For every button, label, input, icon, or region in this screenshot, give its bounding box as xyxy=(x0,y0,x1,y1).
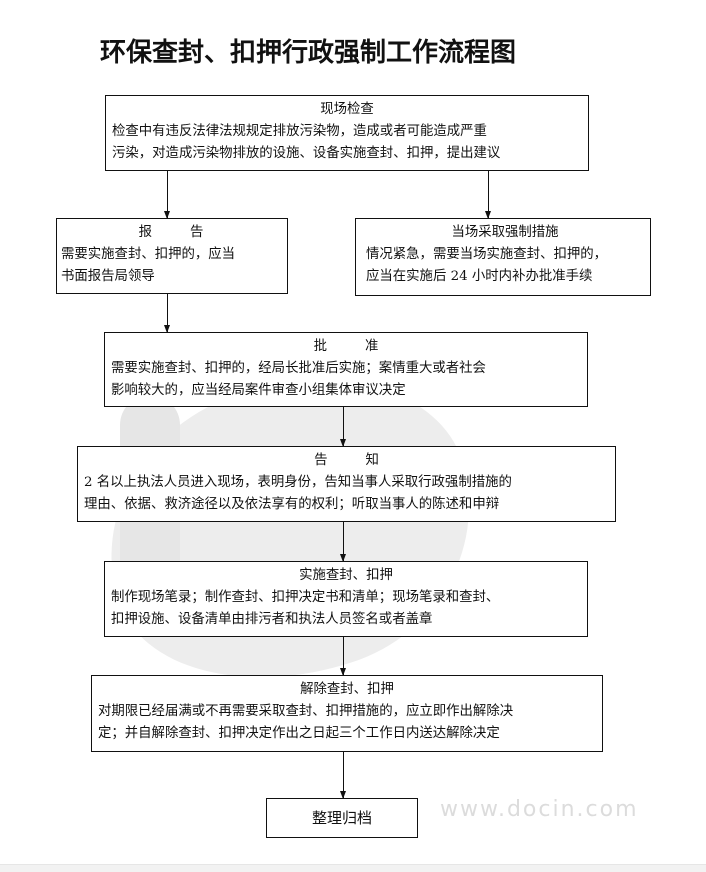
node-text-line: 制作现场笔录；制作查封、扣押决定书和清单；现场笔录和查封、 xyxy=(111,590,500,605)
node-notification: 告知 2 名以上执法人员进入现场，表明身份，告知当事人采取行政强制措施的 理由、… xyxy=(77,446,616,522)
node-text-line: 情况紧急，需要当场实施查封、扣押的， xyxy=(366,247,608,262)
arrow-notification-to-enforcement xyxy=(339,522,347,562)
node-text-line: 扣押设施、设备清单由排污者和执法人员签名或者盖章 xyxy=(111,612,433,627)
node-release: 解除查封、扣押 对期限已经届满或不再需要采取查封、扣押措施的，应立即作出解除决 … xyxy=(91,675,603,752)
node-archive: 整理归档 xyxy=(266,798,418,838)
viewer-bottom-bar xyxy=(0,864,706,872)
node-text-line: 检查中有违反法律法规规定排放污染物，造成或者可能造成严重 xyxy=(112,124,487,139)
arrow-inspection-to-report xyxy=(163,171,171,219)
watermark-text: www.docin.com xyxy=(440,797,639,822)
node-text-line: 2 名以上执法人员进入现场，表明身份，告知当事人采取行政强制措施的 xyxy=(84,475,512,490)
node-heading: 报告 xyxy=(138,225,242,240)
node-text-line: 理由、依据、救济途径以及依法享有的权利；听取当事人的陈述和申辩 xyxy=(84,497,500,512)
node-text-line: 书面报告局领导 xyxy=(61,269,155,284)
node-text-line: 应当在实施后 24 小时内补办批准手续 xyxy=(366,269,593,284)
arrow-inspection-to-onsite xyxy=(484,171,492,219)
arrow-release-to-archive xyxy=(339,752,347,799)
watermark-text-area: www.docin.com xyxy=(440,790,690,830)
arrow-approval-to-notification xyxy=(339,407,347,447)
node-heading: 解除查封、扣押 xyxy=(300,682,394,697)
node-heading: 批准 xyxy=(313,339,417,354)
node-heading: 现场检查 xyxy=(320,102,374,117)
node-enforcement: 实施查封、扣押 制作现场笔录；制作查封、扣押决定书和清单；现场笔录和查封、 扣押… xyxy=(104,561,588,637)
node-text-line: 需要实施查封、扣押的，经局长批准后实施；案情重大或者社会 xyxy=(111,361,486,376)
node-inspection: 现场检查 检查中有违反法律法规规定排放污染物，造成或者可能造成严重 污染，对造成… xyxy=(105,95,589,171)
node-text-line: 影响较大的，应当经局案件审查小组集体审议决定 xyxy=(111,383,406,398)
node-approval: 批准 需要实施查封、扣押的，经局长批准后实施；案情重大或者社会 影响较大的，应当… xyxy=(104,332,588,407)
node-report: 报告 需要实施查封、扣押的，应当 书面报告局领导 xyxy=(56,218,288,294)
node-onsite-measures: 当场采取强制措施 情况紧急，需要当场实施查封、扣押的， 应当在实施后 24 小时… xyxy=(355,218,651,296)
node-text-line: 对期限已经届满或不再需要采取查封、扣押措施的，应立即作出解除决 xyxy=(98,704,514,719)
node-heading: 告知 xyxy=(314,453,417,468)
node-heading: 整理归档 xyxy=(311,809,372,827)
page-title: 环保查封、扣押行政强制工作流程图 xyxy=(100,38,517,68)
node-text-line: 定；并自解除查封、扣押决定作出之日起三个工作日内送达解除决定 xyxy=(98,726,500,741)
arrow-report-to-approval xyxy=(163,294,171,333)
node-text-line: 需要实施查封、扣押的，应当 xyxy=(61,247,236,262)
node-heading: 实施查封、扣押 xyxy=(299,568,393,583)
node-heading: 当场采取强制措施 xyxy=(451,225,559,240)
node-text-line: 污染，对造成污染物排放的设施、设备实施查封、扣押，提出建议 xyxy=(112,146,501,161)
arrow-enforcement-to-release xyxy=(339,637,347,676)
